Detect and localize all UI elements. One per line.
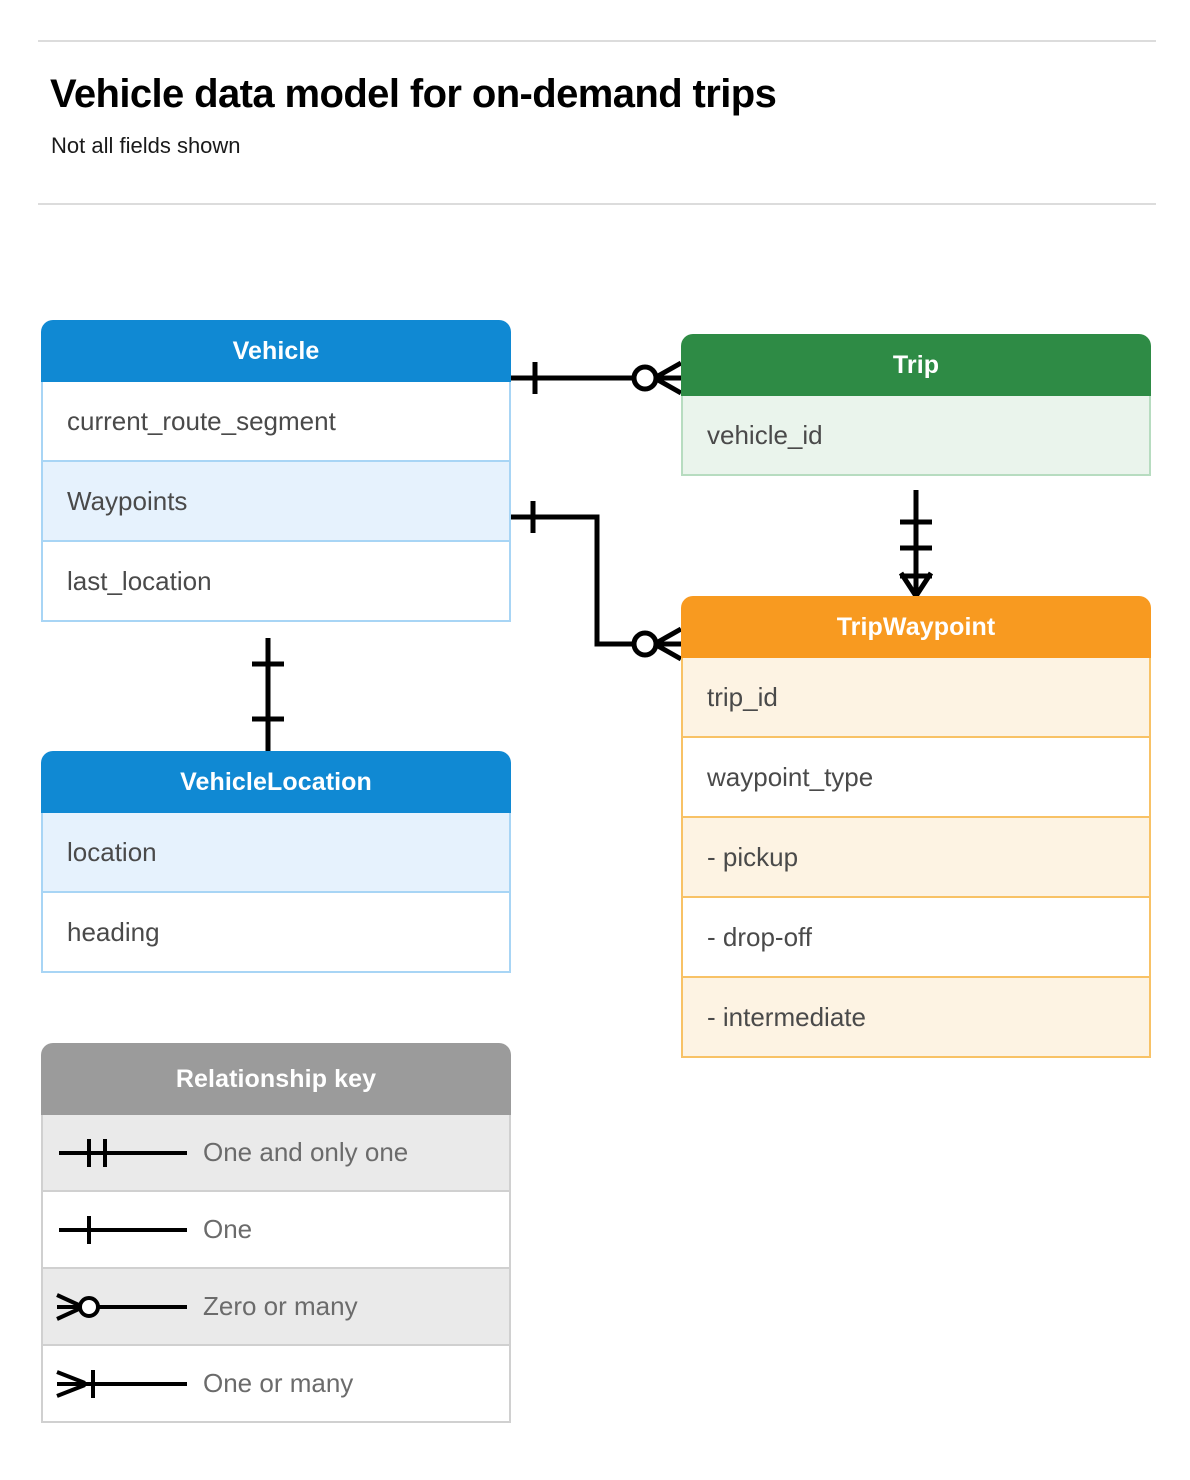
one-or-many-icon	[43, 1364, 203, 1404]
legend-row-one-or-many: One or many	[41, 1346, 511, 1423]
entity-tripwaypoint-title: TripWaypoint	[681, 596, 1151, 658]
entity-vehicle-title: Vehicle	[41, 320, 511, 382]
field-vehicle-id[interactable]: vehicle_id	[681, 396, 1151, 476]
page-subtitle: Not all fields shown	[51, 133, 241, 158]
legend-label-one: One	[203, 1214, 253, 1244]
one-icon	[43, 1210, 203, 1250]
connector-trip-tripwaypoint	[898, 490, 934, 598]
entity-vehicle[interactable]: Vehicle current_route_segment Waypoints …	[41, 320, 511, 622]
entity-trip-title: Trip	[681, 334, 1151, 396]
field-location[interactable]: location	[41, 813, 511, 893]
header-rule-bottom	[38, 203, 1156, 205]
field-waypoint-type-intermediate[interactable]: - intermediate	[681, 978, 1151, 1058]
entity-vehiclelocation-title: VehicleLocation	[41, 751, 511, 813]
field-heading[interactable]: heading	[41, 893, 511, 973]
connector-waypoints-tripwaypoint	[511, 501, 683, 662]
connector-vehicle-trip	[511, 360, 683, 396]
field-waypoint-type-drop-off[interactable]: - drop-off	[681, 898, 1151, 978]
field-waypoint-type-pickup[interactable]: - pickup	[681, 818, 1151, 898]
field-current-route-segment[interactable]: current_route_segment	[41, 382, 511, 462]
entity-vehiclelocation[interactable]: VehicleLocation location heading	[41, 751, 511, 973]
legend-row-one-and-only-one: One and only one	[41, 1115, 511, 1192]
legend-label-one-or-many: One or many	[203, 1368, 354, 1398]
field-waypoint-type[interactable]: waypoint_type	[681, 738, 1151, 818]
legend-label-one-and-only-one: One and only one	[203, 1137, 409, 1167]
zero-or-many-icon	[43, 1287, 203, 1327]
header-rule-top	[38, 40, 1156, 42]
legend-label-zero-or-many: Zero or many	[203, 1291, 358, 1321]
relationship-key-title: Relationship key	[41, 1043, 511, 1115]
legend-row-zero-or-many: Zero or many	[41, 1269, 511, 1346]
field-last-location[interactable]: last_location	[41, 542, 511, 622]
relationship-key-legend: Relationship key One and only one One	[41, 1043, 511, 1423]
legend-row-one: One	[41, 1192, 511, 1269]
entity-tripwaypoint[interactable]: TripWaypoint trip_id waypoint_type - pic…	[681, 596, 1151, 1058]
page-title: Vehicle data model for on-demand trips	[50, 72, 777, 116]
field-waypoints[interactable]: Waypoints	[41, 462, 511, 542]
one-and-only-one-icon	[43, 1133, 203, 1173]
connector-vehicle-vehiclelocation	[252, 638, 284, 751]
field-trip-id[interactable]: trip_id	[681, 658, 1151, 738]
entity-trip[interactable]: Trip vehicle_id	[681, 334, 1151, 476]
